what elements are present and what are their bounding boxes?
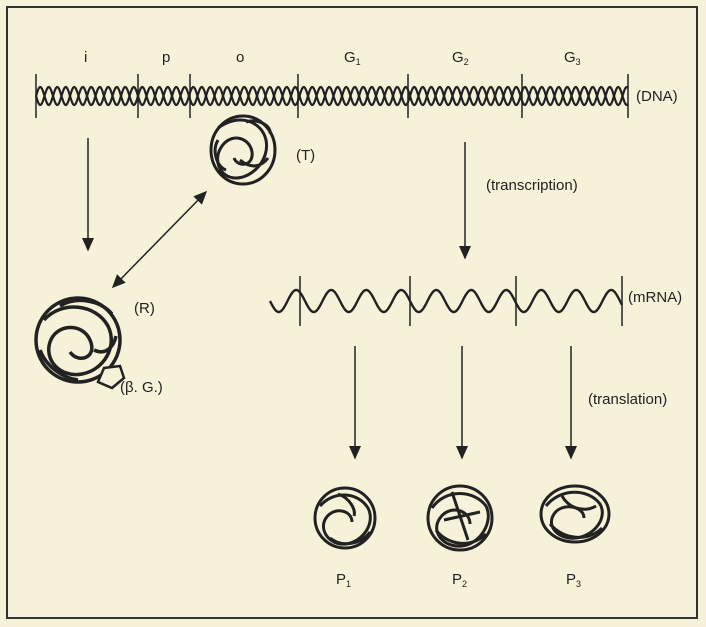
svg-text:G2: G2	[452, 49, 469, 67]
t-label: (T)	[296, 147, 315, 164]
svg-text:P2: P2	[452, 571, 467, 589]
p2-label: P2	[452, 571, 467, 589]
translation-label: (translation)	[588, 391, 667, 408]
svg-text:P3: P3	[566, 571, 581, 589]
svg-text:G3: G3	[564, 49, 581, 67]
gene-g2-label: G2	[452, 49, 469, 67]
gene-o-label: o	[236, 49, 244, 66]
protein-p3-blob	[541, 486, 609, 542]
p3-label: P3	[566, 571, 581, 589]
gene-p-label: p	[162, 49, 170, 66]
protein-p1-blob	[315, 488, 375, 548]
repressor-equilibrium-arrow	[114, 192, 206, 286]
gene-g3-label: G3	[564, 49, 581, 67]
svg-text:G1: G1	[344, 49, 361, 67]
mrna-label: (mRNA)	[628, 289, 682, 306]
mrna-strand	[270, 276, 622, 326]
transcription-label: (transcription)	[486, 177, 578, 194]
dna-helix	[36, 74, 628, 118]
protein-p2-blob	[428, 486, 492, 550]
p1-label: P1	[336, 571, 351, 589]
operator-bound-repressor-blob	[211, 116, 275, 184]
svg-text:P1: P1	[336, 571, 351, 589]
gene-i-label: i	[84, 49, 87, 66]
gene-g1-label: G1	[344, 49, 361, 67]
dna-label: (DNA)	[636, 88, 678, 105]
r-label: (R)	[134, 300, 155, 317]
beta-g-label: (β. G.)	[120, 379, 163, 396]
